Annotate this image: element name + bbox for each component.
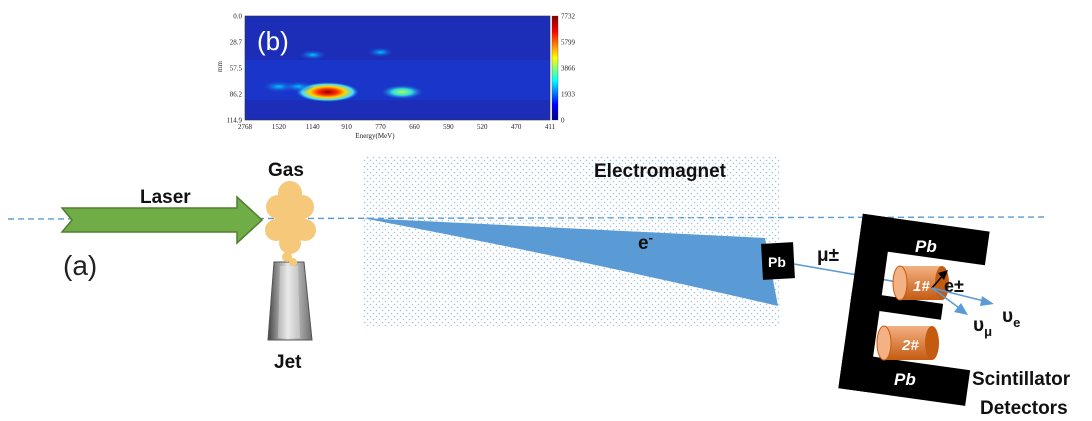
- heatmap-x-tick: 660: [409, 123, 420, 131]
- gas-label: Gas: [268, 160, 304, 181]
- positron-arrowhead: [938, 270, 948, 280]
- heatmap-colorbar-tick: 0: [561, 117, 565, 125]
- heatmap-x-tick: 910: [341, 123, 352, 131]
- gas-cloud: [265, 181, 316, 266]
- nu-mu-label: υμ: [973, 315, 992, 339]
- scintillator-2-label: 2#: [901, 337, 919, 354]
- nu-e-arrowhead: [980, 296, 994, 306]
- heatmap-hotspot: [367, 47, 394, 58]
- heatmap-x-tick: 2768: [238, 123, 253, 131]
- lead-shield: [838, 213, 990, 406]
- detector-pb-bottom-label: Pb: [894, 370, 916, 389]
- heatmap-x-tick: 520: [477, 123, 488, 131]
- heatmap-y-tick: 28.7: [230, 38, 243, 46]
- scintillator-2: [876, 325, 939, 361]
- electron-label: e-: [638, 230, 653, 254]
- nu-mu-track: [931, 287, 963, 311]
- jet-label: Jet: [274, 352, 302, 373]
- laser-arrow: [60, 195, 264, 245]
- heatmap-frame: [244, 15, 551, 121]
- heatmap-y-tick: 114.9: [227, 117, 243, 125]
- heatmap-xlabel: Energy(MeV): [355, 132, 395, 140]
- positron-label: e±: [944, 276, 964, 296]
- heatmap-y-tick: 86.2: [230, 91, 243, 99]
- heatmap-x-tick: 770: [375, 123, 386, 131]
- heatmap-y-tick: 57.5: [230, 65, 243, 73]
- gas-jet-nozzle: [267, 261, 313, 341]
- detectors-label-line1: Scintillator: [972, 369, 1071, 390]
- panel-label-b: (b): [257, 26, 289, 56]
- scintillator-1-label: 1#: [913, 278, 930, 295]
- pb-converter-block: [761, 242, 795, 280]
- heatmap-colorbar: [551, 15, 559, 121]
- detectors-label-line2: Detectors: [980, 398, 1068, 419]
- laser-label: Laser: [140, 187, 191, 208]
- panel-label-a: (a): [63, 250, 97, 281]
- heatmap-colorbar-tick: 5799: [561, 39, 576, 47]
- electromagnet-label: Electromagnet: [594, 161, 727, 182]
- heatmap-x-tick: 590: [443, 123, 454, 131]
- heatmap-colorbar-tick: 7732: [561, 13, 576, 21]
- nu-e-track: [931, 287, 989, 303]
- heatmap-y-tick: 0.0: [233, 13, 242, 21]
- heatmap-y-ticks: 0.0 28.7 57.5 86.2 114.9: [227, 13, 243, 125]
- heatmap-ylabel: mm: [216, 61, 224, 72]
- muon-label: μ±: [817, 245, 839, 266]
- heatmap-hotspot: [298, 49, 328, 61]
- heatmap-colorbar-ticks: 7732 5799 3866 1933 0: [561, 13, 576, 125]
- heatmap-x-tick: 411: [545, 123, 556, 131]
- heatmap-x-tick: 470: [511, 123, 522, 131]
- heatmap-panel: (b) 0.0 28.7 57.5 86.2 114.9 mm 2768 1520 1140…: [216, 13, 576, 141]
- detector-pb-top-label: Pb: [915, 237, 937, 256]
- electron-beam-fan: [362, 218, 778, 306]
- heatmap-x-tick: 1520: [272, 123, 287, 131]
- heatmap-x-ticks: 2768 1520 1140 910 770 660 590 520 470 411: [238, 123, 556, 131]
- nu-e-label: υe: [1002, 306, 1020, 330]
- heatmap-colorbar-tick: 3866: [561, 65, 576, 73]
- nu-mu-arrowhead: [954, 303, 968, 315]
- heatmap-hotspots: [261, 47, 425, 103]
- pb-converter-label: Pb: [768, 254, 786, 270]
- heatmap-x-tick: 1140: [306, 123, 320, 131]
- heatmap-hotspot: [282, 81, 315, 93]
- heatmap-hotspot: [380, 84, 425, 100]
- heatmap-colorbar-tick: 1933: [561, 91, 576, 99]
